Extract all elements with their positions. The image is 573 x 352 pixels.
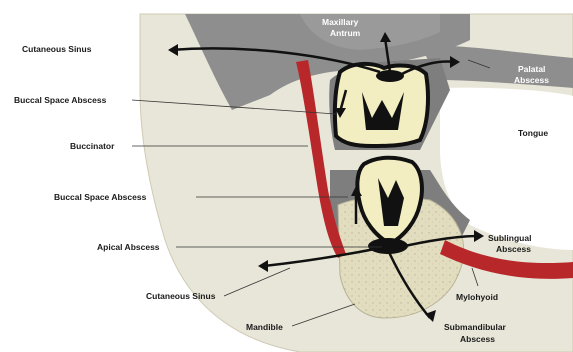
label-mylohyoid: Mylohyoid [456,292,498,302]
label-submandibular-abscess-2: Abscess [460,334,495,344]
label-buccal-space-abscess-mid: Buccal Space Abscess [54,192,147,202]
label-cutaneous-sinus-top: Cutaneous Sinus [22,44,92,54]
label-submandibular-abscess-1: Submandibular [444,322,507,332]
label-buccinator: Buccinator [70,141,115,151]
label-apical-abscess: Apical Abscess [97,242,160,252]
label-tongue: Tongue [518,128,548,138]
label-mandible: Mandible [246,322,283,332]
label-cutaneous-sinus-bottom: Cutaneous Sinus [146,291,216,301]
label-maxillary-antrum-2: Antrum [330,28,361,38]
label-buccal-space-abscess-top: Buccal Space Abscess [14,95,107,105]
label-palatal-abscess-1: Palatal [518,64,545,74]
label-sublingual-abscess-2: Abscess [496,244,531,254]
label-palatal-abscess-2: Abscess [514,75,549,85]
label-maxillary-antrum-1: Maxillary [322,17,359,27]
label-sublingual-abscess-1: Sublingual [488,233,531,243]
